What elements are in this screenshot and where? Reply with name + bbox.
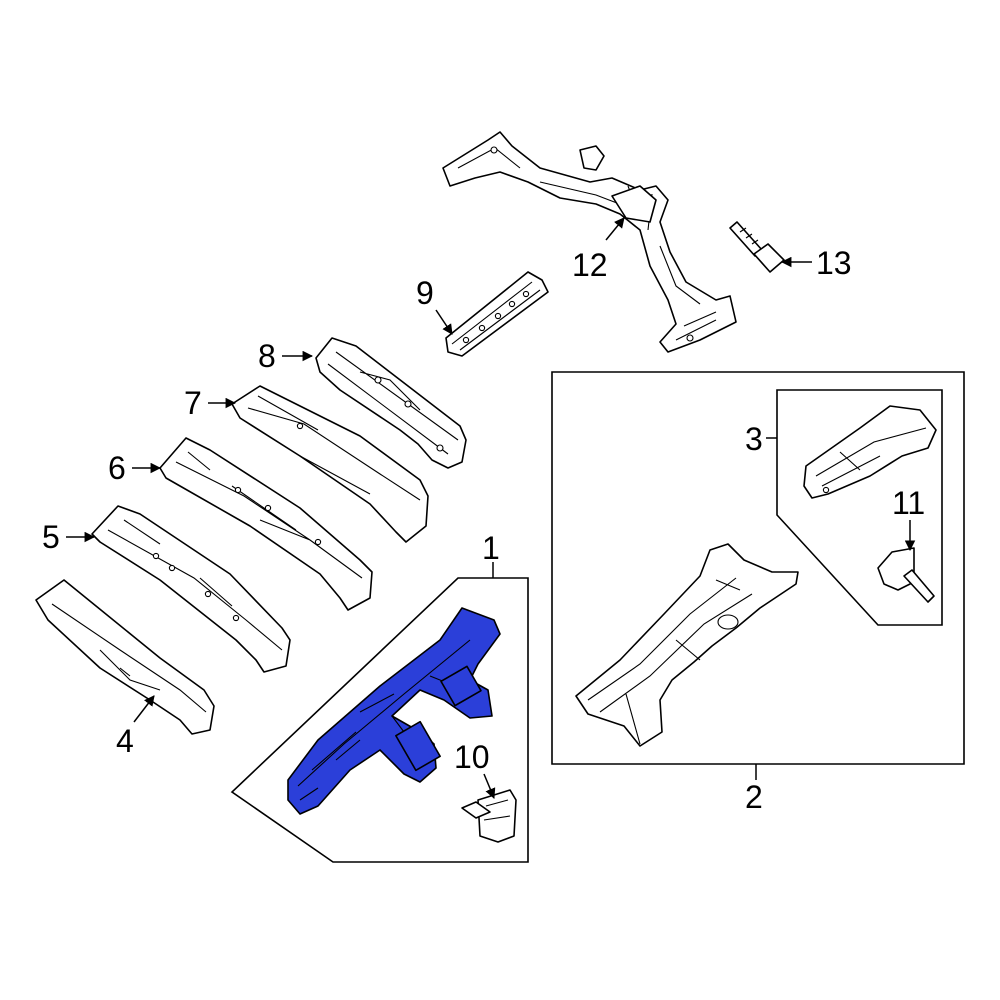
group-frame-1 — [230, 577, 529, 863]
callout-2: 2 — [745, 779, 763, 815]
part-9-bracket[interactable] — [445, 271, 549, 357]
part-2-side-member[interactable] — [575, 543, 799, 747]
part-12-crossmember[interactable] — [442, 131, 737, 353]
part-3-bracket[interactable] — [803, 405, 937, 499]
callout-11: 11 — [892, 485, 925, 521]
group-frame-3 — [776, 389, 943, 626]
callout-9: 9 — [416, 275, 434, 311]
part-7-crossmember[interactable] — [231, 385, 429, 543]
leader-12 — [605, 217, 625, 241]
callout-13: 13 — [816, 245, 852, 281]
part-1-highlighted-crossmember[interactable] — [287, 607, 501, 815]
callout-8: 8 — [258, 338, 276, 374]
callout-7: 7 — [184, 385, 202, 421]
part-4-crossmember[interactable] — [35, 579, 215, 735]
callout-1: 1 — [482, 530, 500, 566]
callout-3: 3 — [745, 421, 763, 457]
part-13-bolt[interactable] — [729, 221, 785, 273]
callout-12: 12 — [572, 247, 608, 283]
callout-4: 4 — [116, 723, 134, 759]
callout-10: 10 — [454, 739, 490, 775]
leader-9 — [435, 309, 453, 335]
part-11-stud-bracket[interactable] — [877, 547, 935, 603]
part-6-crossmember[interactable] — [159, 437, 373, 611]
part-10-bracket[interactable] — [461, 789, 517, 843]
leader-10 — [483, 773, 496, 799]
callout-6: 6 — [108, 450, 126, 486]
leader-4 — [133, 695, 155, 723]
group-frame-2 — [551, 371, 965, 765]
part-5-crossmember[interactable] — [91, 505, 291, 673]
callout-5: 5 — [42, 519, 60, 555]
part-8-crossmember[interactable] — [315, 337, 467, 469]
